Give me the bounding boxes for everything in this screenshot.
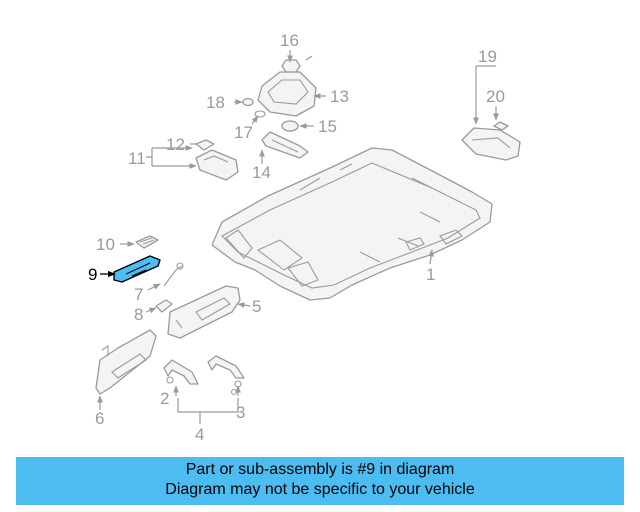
- rear-lamp-part: [461, 121, 521, 161]
- callout-14: 14: [252, 163, 271, 182]
- bulb-15-part: [281, 120, 299, 132]
- callout-11: 11: [128, 149, 146, 168]
- socket-17-part: [254, 110, 266, 118]
- grab-handle-3-part: [207, 355, 245, 396]
- callout-1: 1: [426, 265, 435, 284]
- clip-part: [155, 299, 173, 313]
- banner-line-1: Part or sub-assembly is #9 in diagram: [185, 461, 455, 478]
- dome-lamp-part: [195, 139, 239, 181]
- headliner-part: [211, 147, 493, 301]
- callout-19: 19: [478, 47, 497, 66]
- callout-16: 16: [280, 31, 299, 50]
- callout-7: 7: [134, 285, 143, 304]
- bulb-18-part: [242, 97, 254, 107]
- callout-18: 18: [206, 93, 225, 112]
- callout-9-highlighted: 9: [88, 265, 97, 284]
- lens-part: [135, 235, 159, 249]
- callout-labels: 1 2 3 4 5 6 7 8 9 10 11 12 13 14 15 16 1…: [88, 31, 505, 444]
- callout-4: 4: [195, 425, 204, 444]
- callout-17: 17: [234, 123, 253, 142]
- map-lamp-highlighted-part: [113, 255, 161, 283]
- overhead-console-part: [257, 55, 317, 117]
- callout-13: 13: [330, 87, 349, 106]
- callout-12: 12: [166, 135, 185, 154]
- callout-6: 6: [95, 409, 104, 428]
- callout-15: 15: [318, 117, 337, 136]
- hook-part: [163, 262, 184, 287]
- callout-8: 8: [134, 305, 143, 324]
- callout-10: 10: [96, 235, 115, 254]
- grab-handle-2-part: [163, 359, 199, 385]
- parts-diagram: 1 2 3 4 5 6 7 8 9 10 11 12 13 14 15 16 1…: [88, 31, 521, 444]
- banner-line-2: Diagram may not be specific to your vehi…: [165, 481, 475, 498]
- sun-visor-right-part: [167, 285, 241, 339]
- callout-20: 20: [486, 87, 505, 106]
- sun-visor-left-part: [95, 329, 157, 395]
- callout-3: 3: [236, 403, 245, 422]
- info-banner: Part or sub-assembly is #9 in diagram Di…: [16, 457, 624, 505]
- callout-2: 2: [160, 389, 169, 408]
- callout-5: 5: [252, 297, 261, 316]
- console-cover-part: [261, 131, 309, 159]
- leader-lines: [97, 50, 499, 424]
